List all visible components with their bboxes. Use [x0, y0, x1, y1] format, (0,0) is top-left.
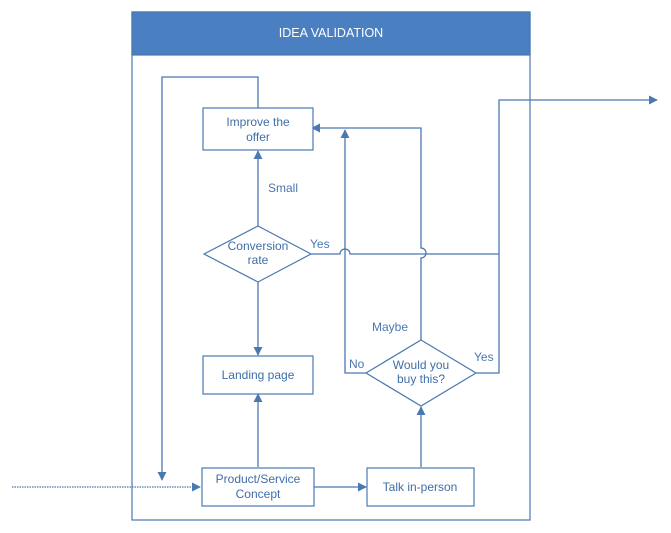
product-concept-node[interactable]: Product/Service Concept — [201, 467, 315, 507]
no-edge-label: No — [349, 357, 365, 371]
buy-yes-exit-connector — [476, 95, 658, 374]
would-you-buy-decision[interactable]: Would you buy this? — [364, 339, 478, 407]
improve-offer-label-line2: offer — [246, 130, 270, 144]
would-you-buy-label-line2: buy this? — [397, 372, 445, 386]
conversion-yes-connector — [311, 248, 499, 255]
product-concept-label-line1: Product/Service — [216, 472, 301, 486]
conversion-rate-decision[interactable]: Conversion rate — [202, 225, 313, 283]
talk-in-person-label: Talk in-person — [383, 480, 458, 494]
conversion-yes-edge-label: Yes — [310, 237, 330, 251]
conversion-rate-label-line2: rate — [248, 253, 269, 267]
landing-page-node[interactable]: Landing page — [202, 355, 314, 395]
swimlane-title: IDEA VALIDATION — [279, 26, 383, 40]
landing-page-label: Landing page — [222, 368, 295, 382]
swimlane-header — [131, 11, 531, 56]
small-edge-label: Small — [268, 181, 298, 195]
buy-yes-edge-label: Yes — [474, 350, 494, 364]
would-you-buy-label-line1: Would you — [393, 358, 449, 372]
improve-offer-node[interactable]: Improve the offer — [202, 107, 314, 151]
conversion-rate-label-line1: Conversion — [228, 239, 289, 253]
maybe-edge-label: Maybe — [372, 320, 408, 334]
product-concept-label-line2: Concept — [236, 487, 281, 501]
improve-loop-connector — [157, 76, 259, 481]
talk-in-person-node[interactable]: Talk in-person — [366, 467, 475, 507]
buy-no-connector — [340, 129, 366, 374]
buy-maybe-connector — [311, 123, 427, 340]
improve-offer-label-line1: Improve the — [226, 115, 290, 129]
swimlane-container — [131, 11, 531, 521]
